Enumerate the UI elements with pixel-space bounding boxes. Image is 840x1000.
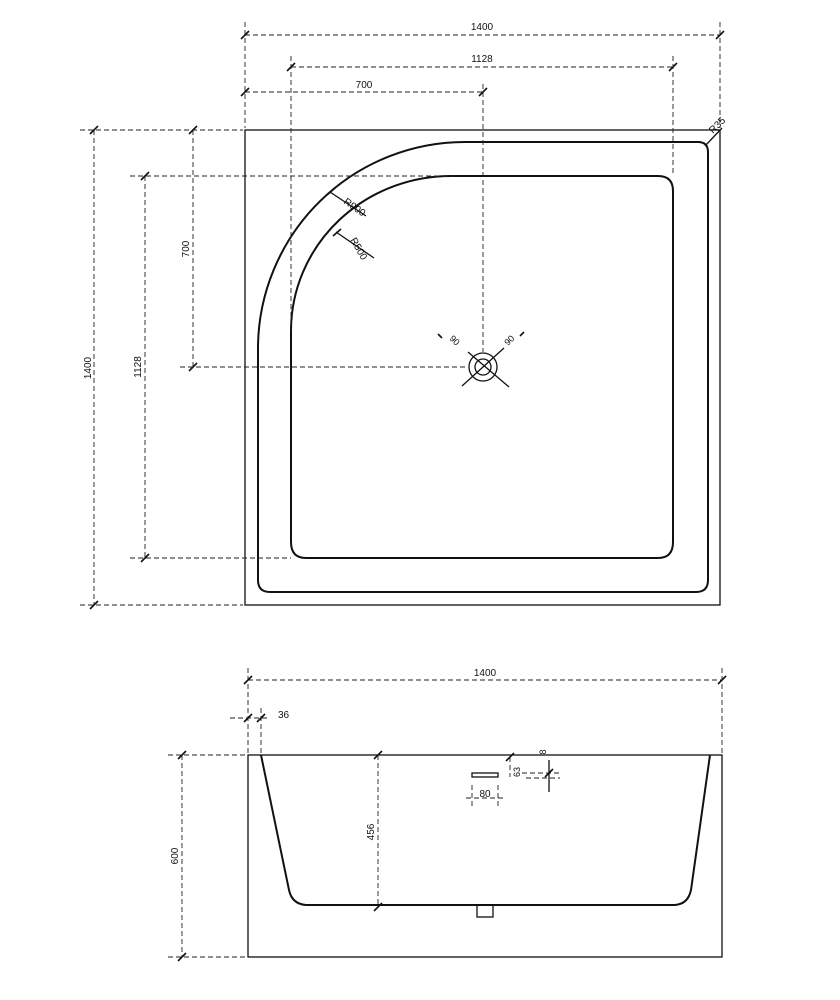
plan-view: 1400 1128 700 R35 1400 1128 (80, 22, 728, 610)
side-view: 1400 36 600 456 80 63 8 (168, 668, 727, 962)
plan-inner-width-label: 1128 (471, 54, 493, 65)
plan-outer-outline (244, 129, 721, 606)
side-rim-width-label: 36 (278, 710, 290, 721)
plan-corner-radius-label: R35 (707, 115, 728, 136)
plan-center-offset-y-label: 700 (181, 240, 192, 257)
plan-basin-contour (290, 174, 674, 559)
side-basin-depth-label: 456 (366, 823, 377, 840)
plan-outer-radius-label: R900 (341, 196, 367, 219)
side-overflow-slot (471, 772, 499, 778)
plan-center-offset-x-label: 700 (356, 80, 373, 91)
side-outer-outline (247, 754, 723, 958)
plan-rim-contour (257, 141, 709, 593)
side-overall-width-label: 1400 (474, 668, 497, 679)
plan-drain-right-label: 90 (502, 333, 516, 347)
side-drain-stub (476, 904, 494, 918)
plan-drain-left-label: 90 (448, 333, 462, 347)
side-overflow-height-label: 63 (512, 767, 522, 777)
side-overflow-offset-label: 8 (538, 749, 548, 754)
drain-symbol (461, 347, 510, 388)
plan-overall-width-label: 1400 (471, 22, 494, 33)
plan-inner-depth-label: 1128 (133, 356, 144, 378)
plan-inner-radius-label: R500 (347, 236, 369, 263)
side-overflow-width-label: 80 (479, 789, 491, 800)
plan-overall-depth-label: 1400 (83, 356, 94, 379)
side-height-label: 600 (170, 847, 181, 864)
